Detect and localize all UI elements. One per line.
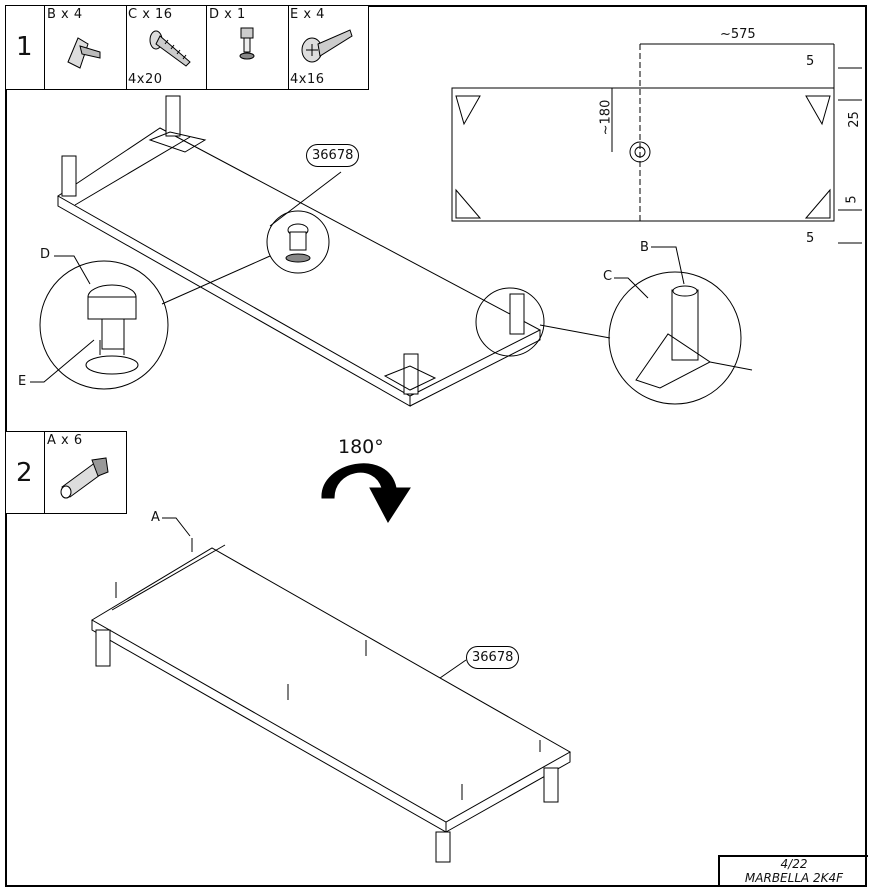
leveler-detail [85, 223, 311, 375]
step1-number: 1 [16, 32, 33, 62]
detail-circle-leveler [39, 260, 169, 390]
bracket-b-icon [67, 37, 101, 69]
top-view-plan [451, 43, 862, 244]
part-c-size: 4x20 [128, 72, 163, 87]
label-d: D [40, 247, 51, 262]
label-b: B [640, 240, 649, 255]
part-a-qty: A x 6 [47, 433, 83, 448]
part-code-callout-top: 36678 [306, 144, 360, 167]
dim-5-bottom: 5 [806, 231, 815, 246]
detail-circle-leg-corner [608, 271, 742, 405]
leg-corner-detail [635, 285, 753, 389]
footer-box: 4/22 MARBELLA 2K4F [718, 855, 868, 887]
label-c: C [603, 269, 613, 284]
dim-575: ~575 [720, 27, 756, 42]
detail-circle-corner [475, 287, 545, 357]
part-e-size: 4x16 [290, 72, 325, 87]
rotation-label: 180° [338, 436, 384, 458]
label-e: E [18, 374, 27, 389]
detail-circle-small [266, 210, 330, 274]
dim-5-top: 5 [806, 54, 815, 69]
part-d-qty: D x 1 [209, 7, 246, 22]
dim-5-right: 5 [844, 195, 860, 204]
dim-180: ~180 [598, 99, 614, 136]
screw-c-icon [149, 30, 191, 67]
page-number: 4/22 [780, 857, 808, 871]
leveler-d-icon [239, 27, 255, 60]
part-code-callout-bottom: 36678 [466, 646, 520, 669]
step2-number: 2 [16, 458, 33, 488]
dowel-a-icon [60, 457, 109, 499]
screw-e-icon [301, 29, 353, 63]
dim-25: 25 [846, 111, 862, 128]
panel-step2 [91, 538, 572, 863]
rotation-arrow [321, 463, 411, 523]
part-e-qty: E x 4 [290, 7, 325, 22]
panel-step1 [57, 95, 542, 407]
part-b-qty: B x 4 [47, 7, 83, 22]
model-name: MARBELLA 2K4F [744, 871, 844, 885]
label-a: A [151, 510, 160, 525]
part-c-qty: C x 16 [128, 7, 173, 22]
